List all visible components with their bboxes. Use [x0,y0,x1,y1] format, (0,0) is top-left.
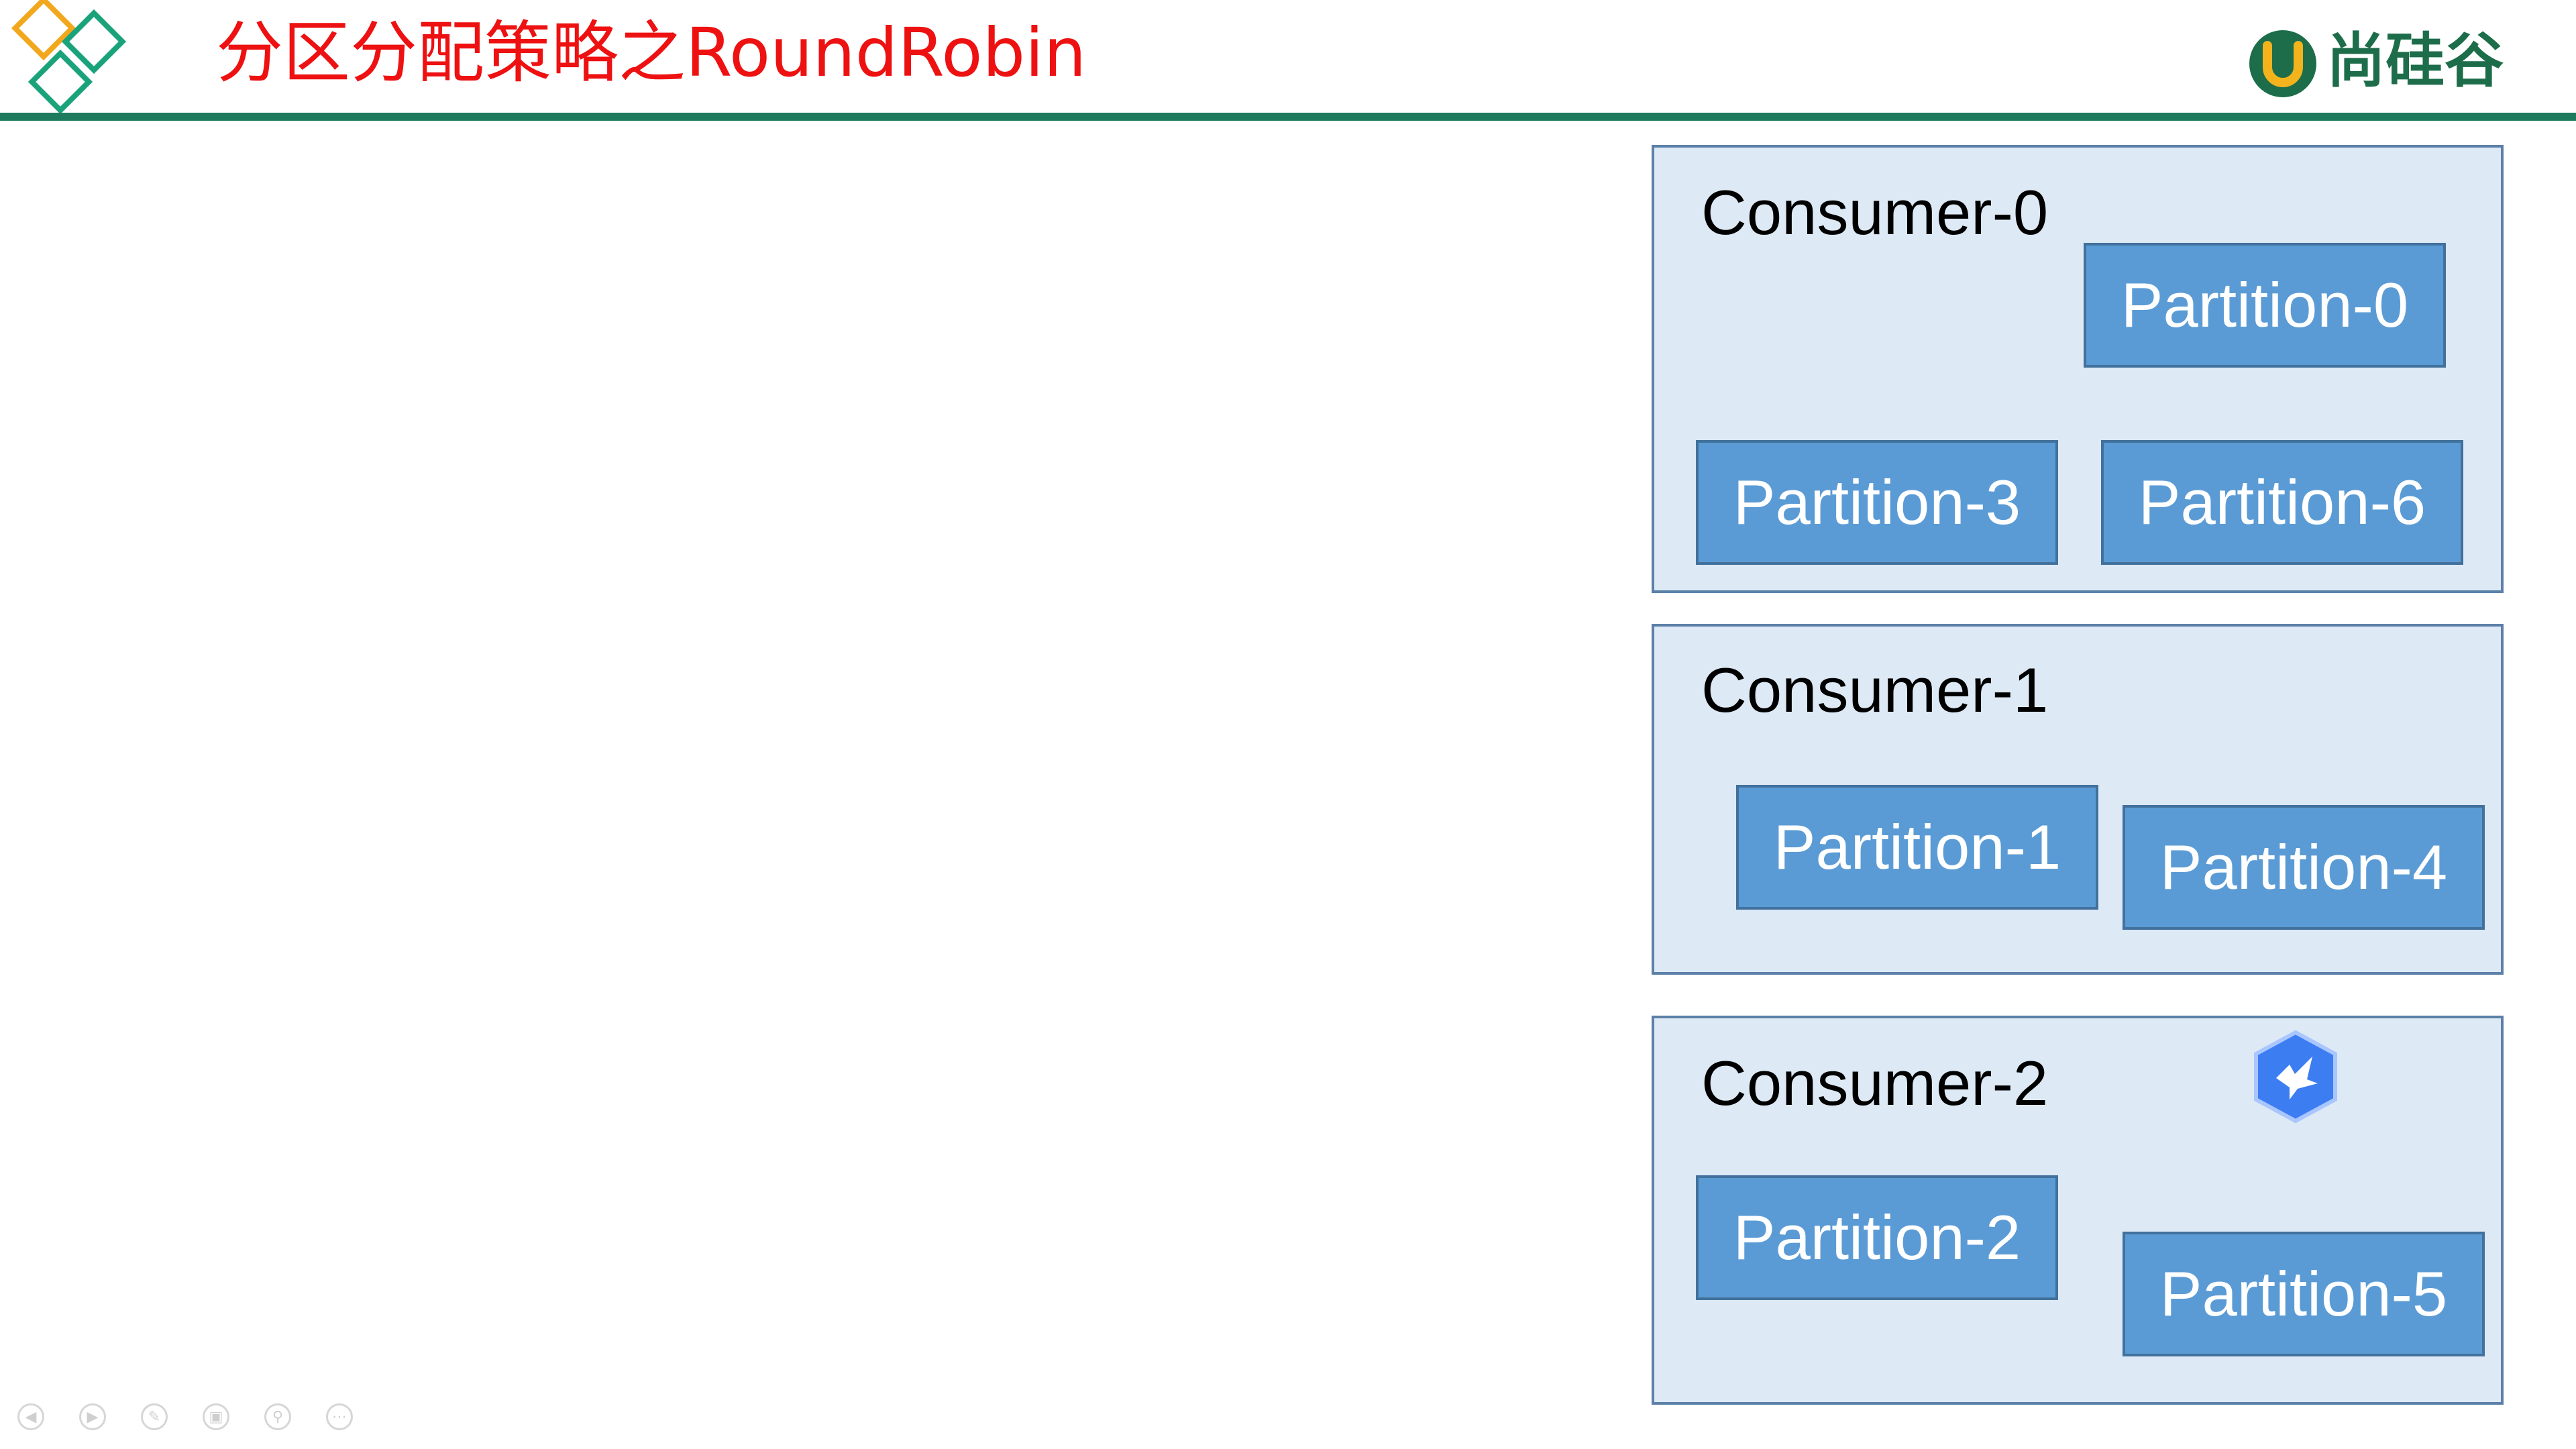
partition-box: Partition-3 [1696,440,2058,565]
consumer-group-1: Consumer-1 Partition-1 Partition-4 [1652,624,2504,975]
partition-box: Partition-0 [2084,243,2446,368]
slideshow-toolbar: ◀ ▶ ✎ ▣ ⚲ ⋯ [17,1403,380,1433]
diamond-logo-icon [11,0,127,115]
partition-box: Partition-2 [1696,1175,2058,1300]
consumer-group-0: Consumer-0 Partition-0 Partition-3 Parti… [1652,145,2504,593]
next-icon[interactable]: ▶ [79,1403,106,1430]
partition-box: Partition-6 [2101,440,2463,565]
brand-name: 尚硅谷 [2326,26,2504,95]
u-brand-icon [2249,30,2316,97]
header-divider [0,113,2576,121]
more-icon[interactable]: ⋯ [326,1403,353,1430]
partition-box: Partition-1 [1736,785,2098,910]
prev-icon[interactable]: ◀ [17,1403,44,1430]
partition-box: Partition-5 [2123,1232,2485,1356]
pen-icon[interactable]: ✎ [141,1403,168,1430]
zoom-icon[interactable]: ⚲ [264,1403,291,1430]
partition-box: Partition-4 [2123,805,2485,930]
brand-logo: 尚硅谷 [2241,20,2536,101]
consumer-label: Consumer-2 [1701,1048,2049,1118]
bird-badge-icon[interactable] [2251,1030,2341,1124]
consumer-label: Consumer-0 [1701,177,2049,248]
page-title: 分区分配策略之RoundRobin [216,13,1087,92]
slides-icon[interactable]: ▣ [203,1403,229,1430]
consumer-group-2: Consumer-2 Partition-2 Partition-5 [1652,1016,2504,1405]
consumer-label: Consumer-1 [1701,655,2049,725]
